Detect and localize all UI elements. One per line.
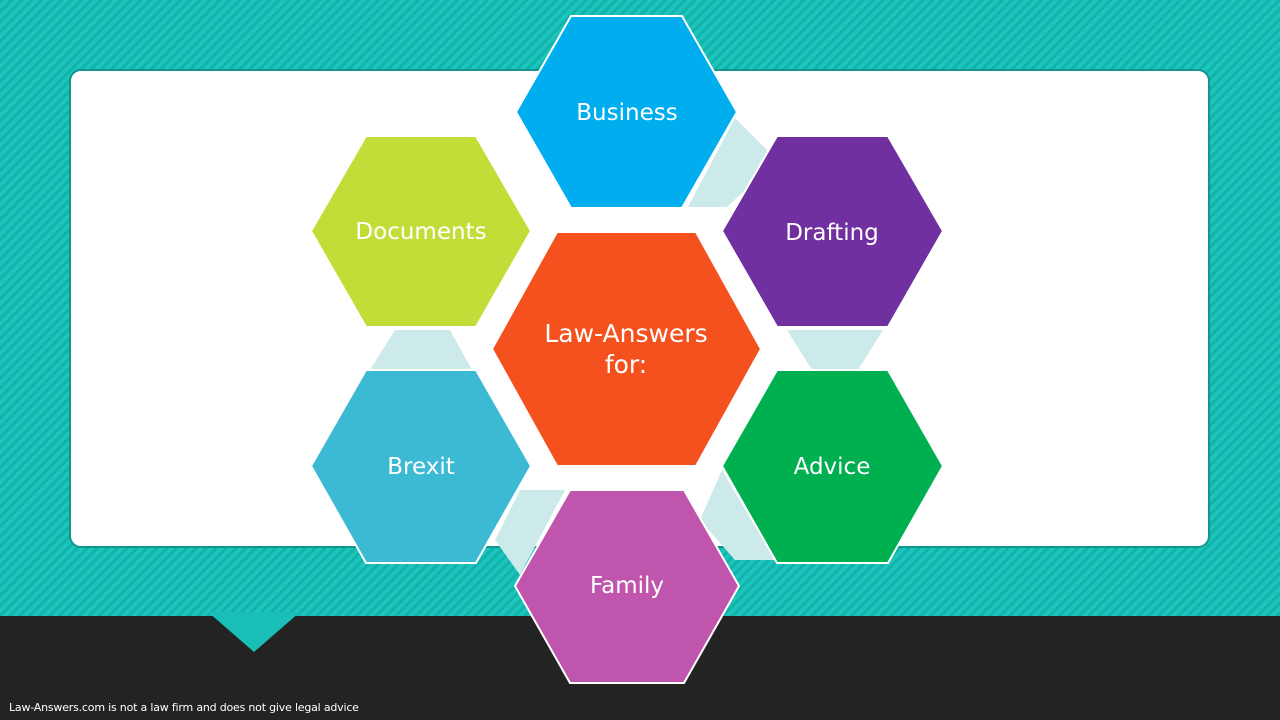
node-label-brexit: Brexit (387, 454, 455, 480)
center-label-line1: Law-Answers (544, 319, 707, 348)
node-label-drafting: Drafting (785, 220, 879, 246)
disclaimer-text: Law-Answers.com is not a law firm and do… (9, 701, 359, 714)
node-business: Business (514, 15, 739, 209)
hexagon-center (490, 231, 763, 467)
connector-drafting-advice (787, 330, 883, 370)
center-node: Law-Answers for: (490, 231, 763, 467)
node-drafting: Drafting (720, 135, 945, 328)
hexagon-family (513, 489, 741, 684)
connector-brexit-documents (370, 330, 472, 370)
node-brexit: Brexit (309, 369, 533, 564)
hexagon-documents (309, 135, 533, 328)
hexagon-drafting (720, 135, 945, 328)
connector-family-brexit (495, 490, 565, 575)
node-label-advice: Advice (794, 454, 871, 480)
hexagon-business (514, 15, 739, 209)
node-advice: Advice (720, 369, 945, 564)
connector-business-drafting (688, 118, 777, 207)
node-label-family: Family (590, 573, 664, 599)
center-label-line2: for: (605, 350, 647, 379)
node-documents: Documents (309, 135, 533, 328)
hexagon-brexit (309, 369, 533, 564)
footer-notch (208, 612, 300, 652)
node-label-business: Business (576, 100, 677, 126)
hexagon-advice (720, 369, 945, 564)
node-label-documents: Documents (355, 219, 486, 245)
node-family: Family (513, 489, 741, 684)
connector-advice-family (700, 470, 775, 560)
